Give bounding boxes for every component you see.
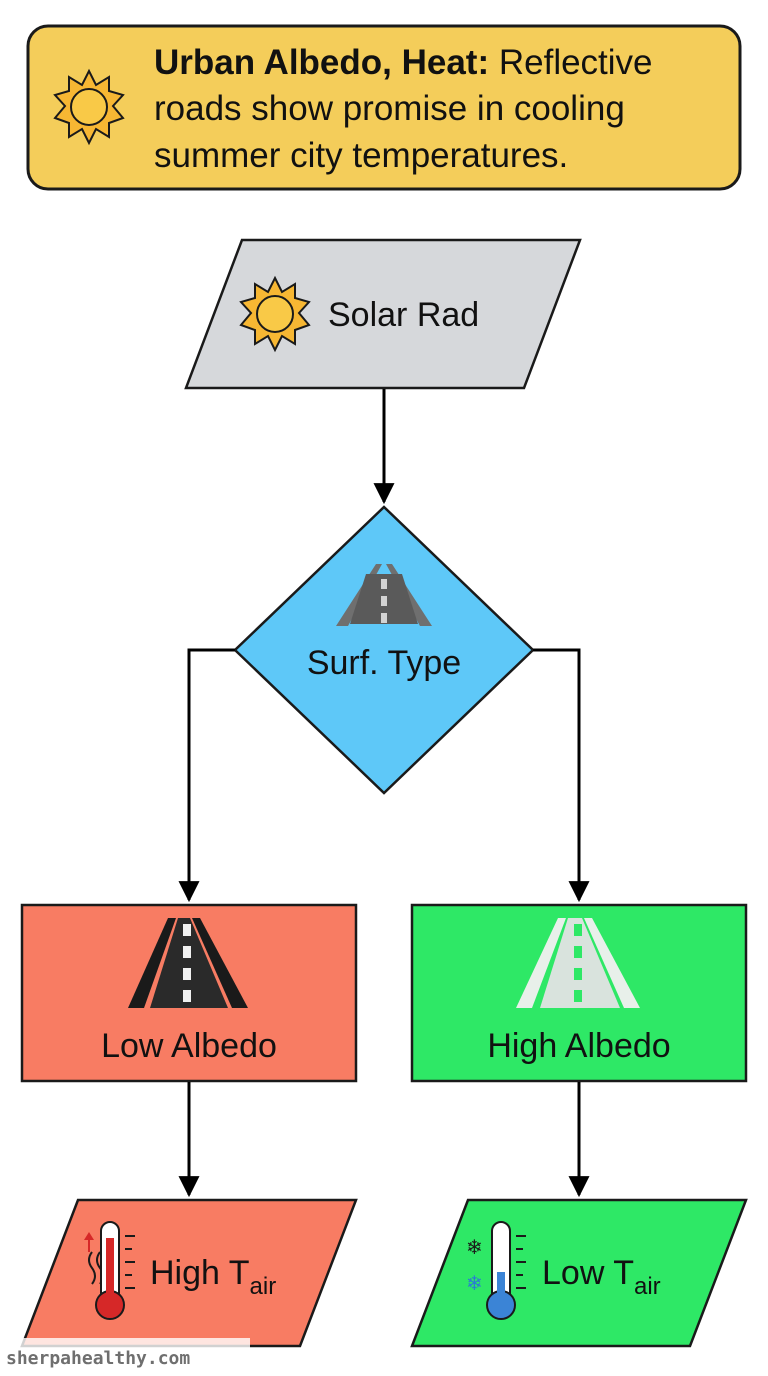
low-tair-label: Low Tair [542, 1254, 661, 1300]
svg-text:❄: ❄ [466, 1271, 483, 1295]
sun-icon [53, 68, 125, 146]
hot-thermometer-icon [84, 1221, 135, 1320]
decision-shape [233, 505, 535, 795]
surface-type-decision: Surf. Type [233, 505, 535, 795]
solar-rad-node: Solar Rad [184, 238, 582, 390]
header-background [26, 24, 742, 191]
header-title-line2: roads show promise in cooling [154, 89, 625, 128]
svg-text:❄: ❄ [466, 1235, 483, 1259]
sun-icon [239, 275, 311, 353]
arrow-decision-to-high-albedo [533, 648, 590, 903]
header-title-bold: Urban Albedo, Heat: [154, 43, 489, 82]
low-tair-label-sub: air [634, 1273, 661, 1300]
watermark: sherpahealthy.com [0, 1338, 250, 1370]
header-title-line3: summer city temperatures. [154, 136, 568, 175]
header-banner: Urban Albedo, Heat: Reflective roads sho… [26, 24, 742, 191]
dark-road-icon [128, 918, 248, 1008]
solar-rad-shape [184, 238, 582, 390]
connectors [178, 389, 590, 1198]
high-albedo-node: High Albedo [410, 903, 748, 1083]
low-tair-node: ❄ ❄ Low Tair [410, 1198, 748, 1348]
decision-label: Surf. Type [307, 644, 461, 682]
header-title-line1-rest: Reflective [489, 43, 652, 82]
header-title-line1: Urban Albedo, Heat: Reflective [154, 43, 653, 82]
high-albedo-label: High Albedo [487, 1027, 670, 1065]
light-road-icon [516, 918, 640, 1008]
high-tair-label-sub: air [250, 1273, 277, 1300]
high-tair-label-main: High T [150, 1254, 250, 1292]
cold-thermometer-icon: ❄ ❄ [466, 1221, 526, 1320]
arrow-decision-to-low-albedo [178, 648, 235, 903]
low-albedo-label: Low Albedo [101, 1027, 277, 1065]
watermark-text: sherpahealthy.com [6, 1348, 190, 1369]
low-albedo-node: Low Albedo [20, 903, 358, 1083]
road-icon [336, 564, 432, 626]
solar-rad-label: Solar Rad [328, 296, 479, 334]
low-tair-label-main: Low T [542, 1254, 634, 1292]
high-tair-label: High Tair [150, 1254, 276, 1300]
high-tair-node: High Tair [20, 1198, 358, 1348]
